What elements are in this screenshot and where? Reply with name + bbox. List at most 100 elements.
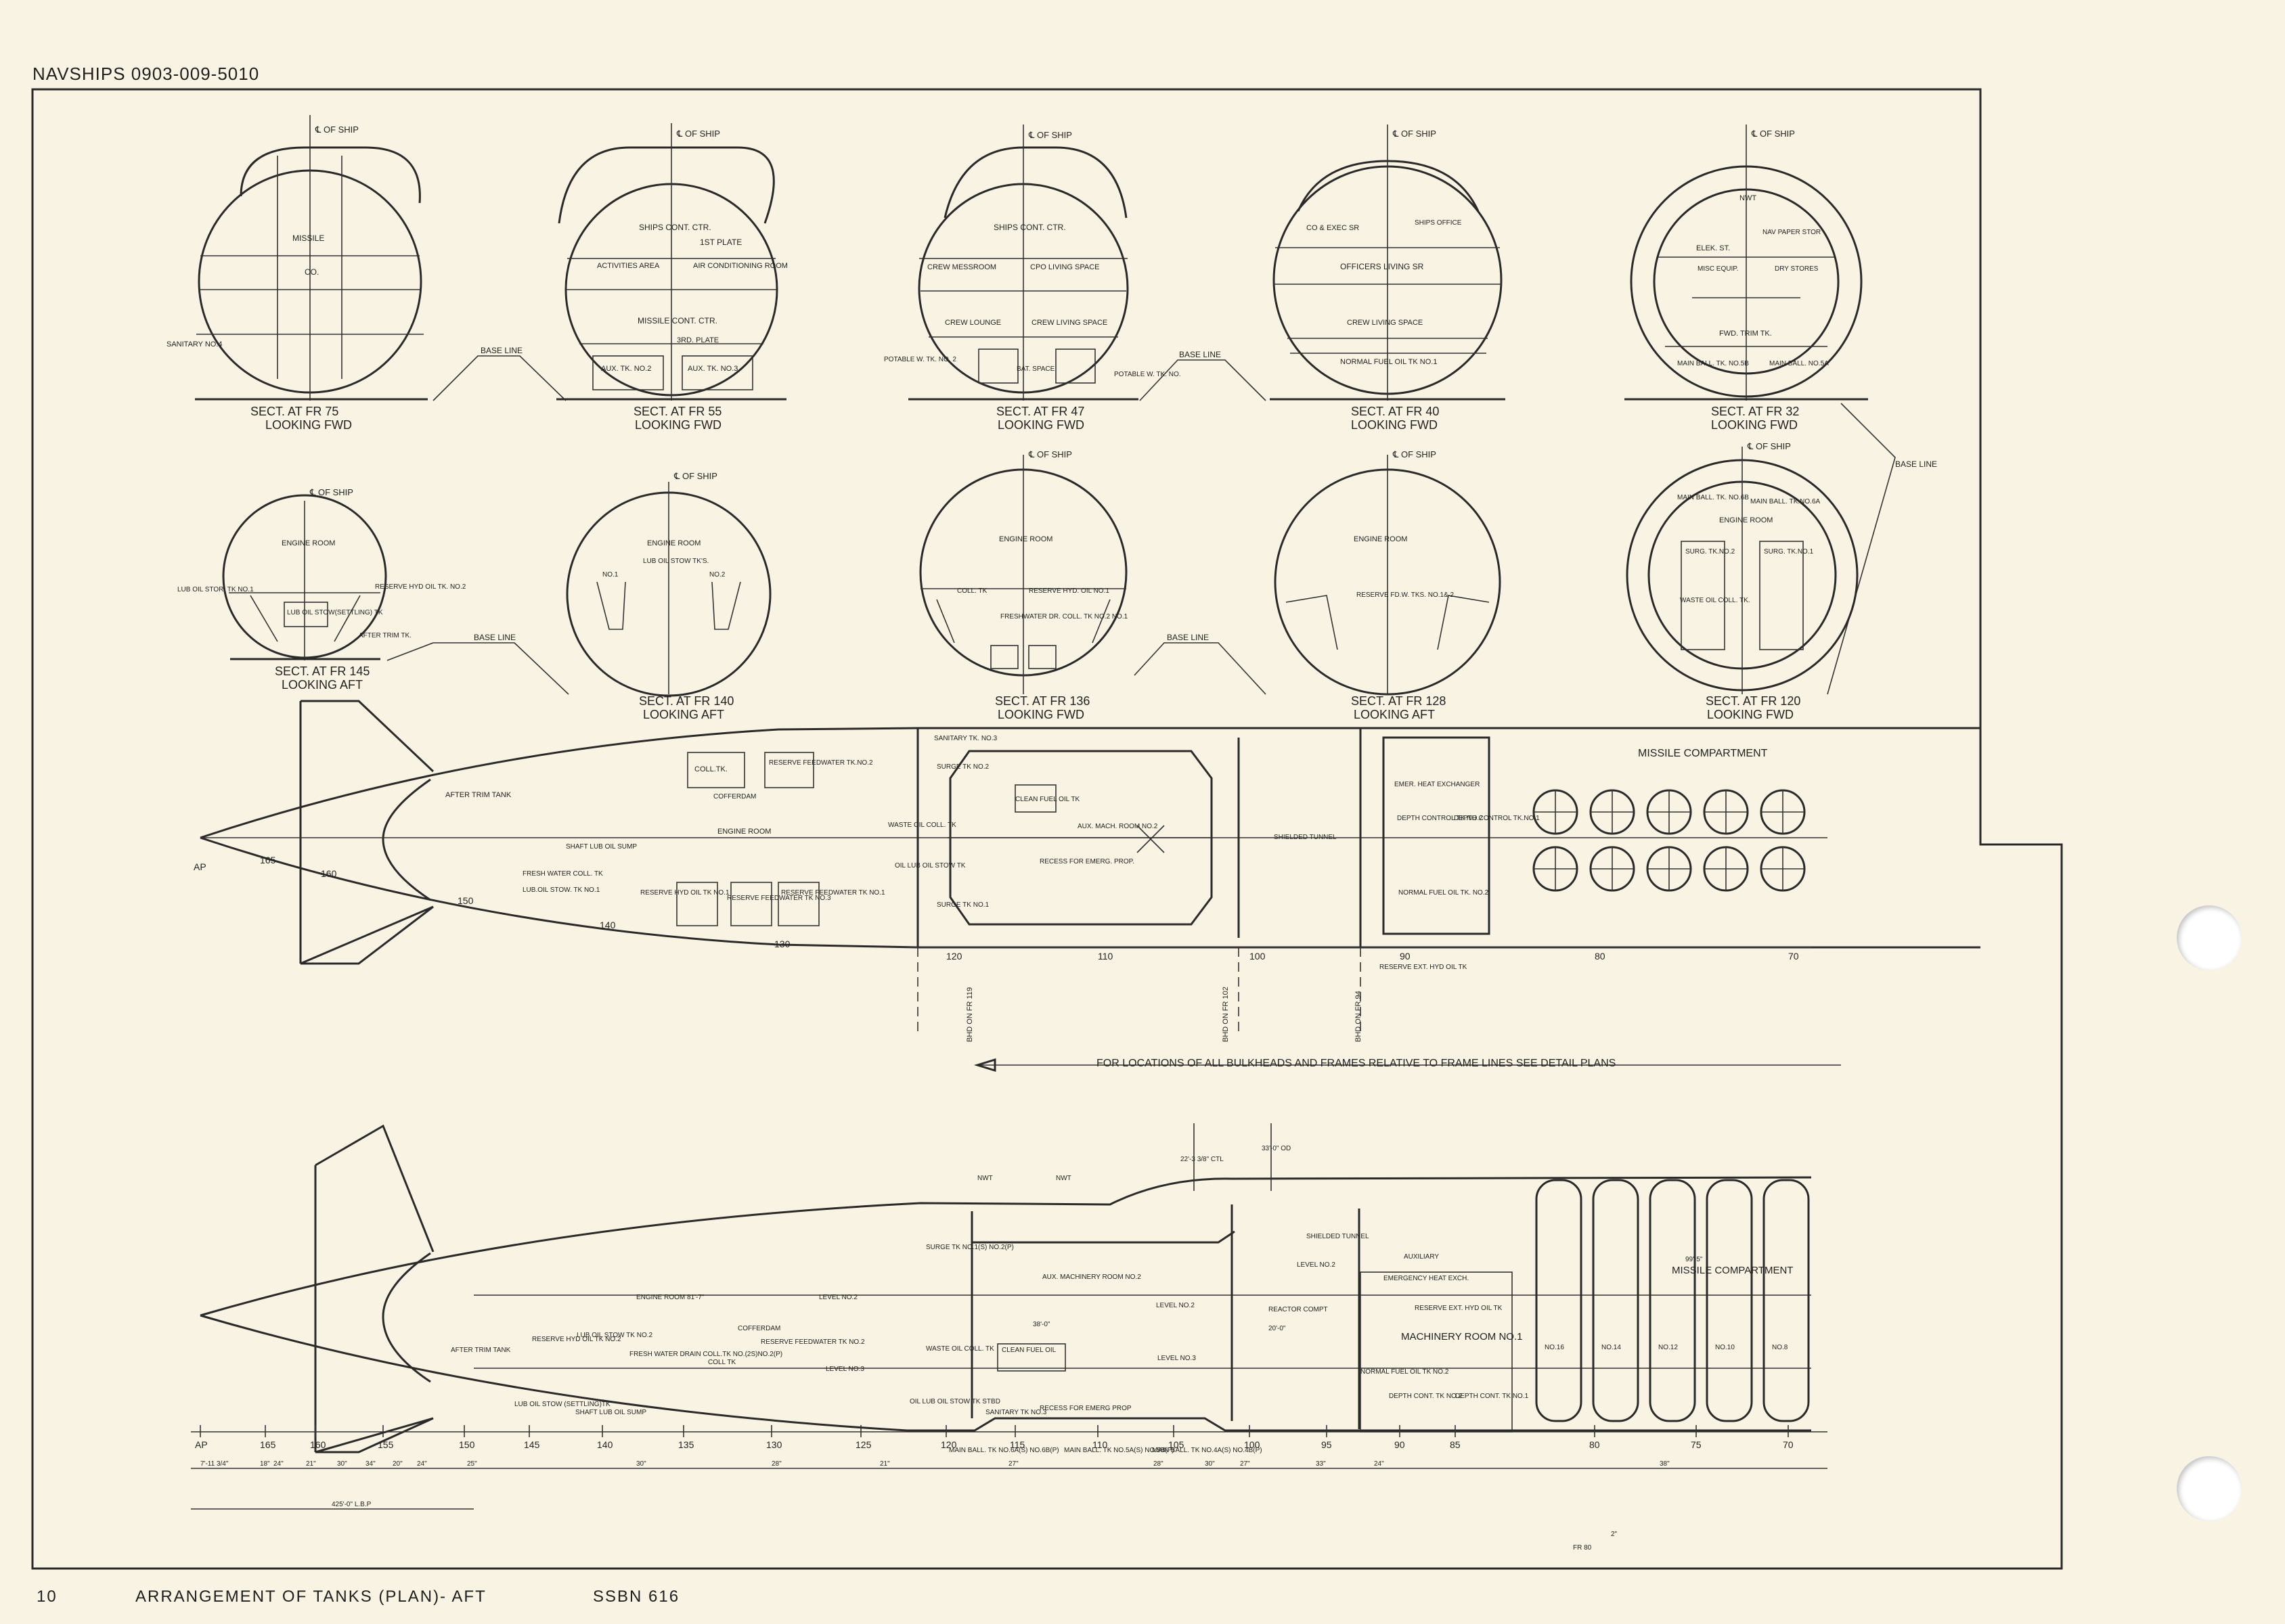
svg-text:SHIPS OFFICE: SHIPS OFFICE <box>1415 219 1462 227</box>
profile-label: RESERVE FEEDWATER TK NO.2 <box>761 1338 865 1346</box>
svg-text:LOOKING FWD: LOOKING FWD <box>1707 708 1794 721</box>
profile-label: AFTER TRIM TANK <box>451 1347 511 1354</box>
svg-text:NO.2: NO.2 <box>709 571 726 579</box>
section-fr128: ℄ OF SHIP ENGINE ROOM RESERVE FD.W. TKS.… <box>1274 449 1501 721</box>
profile-label: EMERGENCY HEAT EXCH. <box>1383 1275 1469 1282</box>
svg-text:100: 100 <box>1249 951 1266 962</box>
dimension-label: 24" <box>1374 1460 1384 1468</box>
svg-text:SECT. AT FR 32: SECT. AT FR 32 <box>1711 405 1799 418</box>
svg-text:150: 150 <box>458 895 474 906</box>
dimension-label: 20" <box>393 1460 403 1468</box>
cl-label: ℄ OF SHIP <box>315 125 359 135</box>
drawing-border <box>31 88 2063 1570</box>
svg-text:OIL LUB OIL STOW TK: OIL LUB OIL STOW TK <box>895 862 966 870</box>
ballast-label: MAIN BALL. TK NO.6A(S) NO.6B(P) <box>949 1447 1059 1454</box>
ship-designation: SSBN 616 <box>593 1587 680 1606</box>
svg-text:LUB.OIL STOW. TK NO.1: LUB.OIL STOW. TK NO.1 <box>523 886 600 894</box>
dimension-label: 30" <box>1205 1460 1215 1468</box>
svg-text:LOOKING FWD: LOOKING FWD <box>635 418 722 432</box>
svg-text:BASE LINE: BASE LINE <box>481 346 523 355</box>
svg-text:160: 160 <box>321 868 337 879</box>
svg-text:SECT. AT FR 140: SECT. AT FR 140 <box>639 694 734 708</box>
svg-text:RESERVE FEEDWATER TK NO.3: RESERVE FEEDWATER TK NO.3 <box>727 895 831 902</box>
svg-text:℄ OF SHIP: ℄ OF SHIP <box>1028 449 1072 459</box>
svg-text:140: 140 <box>600 920 616 930</box>
svg-text:RESERVE FEEDWATER TK NO.1: RESERVE FEEDWATER TK NO.1 <box>781 889 885 897</box>
base-line-leader: BASE LINE <box>1134 633 1266 695</box>
profile-label: MACHINERY ROOM NO.1 <box>1401 1331 1522 1343</box>
svg-text:80: 80 <box>1595 951 1605 962</box>
svg-text:POTABLE W. TK. NO. 2: POTABLE W. TK. NO. 2 <box>884 356 956 363</box>
svg-text:DEPTH CONTROL TK.NO.1: DEPTH CONTROL TK.NO.1 <box>1454 815 1540 822</box>
svg-text:ACTIVITIES AREA: ACTIVITIES AREA <box>597 262 660 270</box>
frame-number: 110 <box>1092 1439 1108 1450</box>
frame-number: 100 <box>1244 1439 1260 1450</box>
svg-text:AUX. TK. NO.2: AUX. TK. NO.2 <box>601 365 651 373</box>
svg-text:BASE LINE: BASE LINE <box>1179 350 1221 359</box>
svg-text:ENGINE ROOM: ENGINE ROOM <box>1719 516 1773 524</box>
svg-text:ENGINE ROOM: ENGINE ROOM <box>717 828 771 836</box>
section-fr47: ℄ OF SHIP SHIPS CONT. CTR. CREW MESSROOM… <box>884 125 1181 432</box>
svg-text:SECT. AT FR 145: SECT. AT FR 145 <box>275 664 370 678</box>
svg-text:BAT. SPACE: BAT. SPACE <box>1017 365 1055 373</box>
profile-label: COFFERDAM <box>738 1325 780 1332</box>
profile-label: 22'-3 3/8" CTL <box>1180 1156 1224 1163</box>
svg-text:℄ OF SHIP: ℄ OF SHIP <box>676 129 720 139</box>
missile-tube <box>1589 789 1635 835</box>
svg-text:FOR LOCATIONS OF ALL BULKH: FOR LOCATIONS OF ALL BULKHEADS AND FRAME… <box>1096 1058 1616 1069</box>
svg-text:LOOKING FWD: LOOKING FWD <box>998 418 1084 432</box>
general-note: FOR LOCATIONS OF ALL BULKHEADS AND FRAME… <box>973 1058 1841 1073</box>
missile-tube <box>1760 846 1806 892</box>
svg-text:COFFERDAM: COFFERDAM <box>713 793 756 800</box>
base-line-leader: BASE LINE <box>432 346 567 401</box>
profile-label: LEVEL NO.2 <box>1297 1261 1335 1269</box>
dimension-label: 7'-11 3/4" <box>200 1460 229 1468</box>
svg-text:CLEAN FUEL OIL TK: CLEAN FUEL OIL TK <box>1015 796 1080 803</box>
svg-text:90: 90 <box>1400 951 1411 962</box>
svg-text:RESERVE FEEDWATER TK.NO.2: RESERVE FEEDWATER TK.NO.2 <box>769 759 873 767</box>
profile-label: SANITARY TK NO.3 <box>985 1409 1047 1416</box>
profile-label: SHAFT LUB OIL SUMP <box>575 1409 646 1416</box>
profile-label: NWT <box>1056 1175 1071 1182</box>
page-number: 10 <box>37 1587 58 1606</box>
svg-text:SHIPS CONT. CTR.: SHIPS CONT. CTR. <box>639 223 711 232</box>
svg-text:℄ OF SHIP: ℄ OF SHIP <box>1392 449 1436 459</box>
frame-number: 150 <box>459 1439 475 1450</box>
svg-text:BHD ON FR 119: BHD ON FR 119 <box>966 987 974 1042</box>
svg-text:LOOKING FWD: LOOKING FWD <box>1711 418 1798 432</box>
profile-label: 99'-5" <box>1685 1256 1703 1263</box>
profile-label: RESERVE EXT. HYD OIL TK <box>1415 1305 1503 1312</box>
svg-text:MAIN BALL. TK. NO.6B: MAIN BALL. TK. NO.6B <box>1677 494 1749 501</box>
svg-text:AFTER TRIM TK.: AFTER TRIM TK. <box>359 632 412 639</box>
svg-text:LOOKING AFT: LOOKING AFT <box>643 708 724 721</box>
profile-label: 33'-0" OD <box>1262 1145 1291 1152</box>
dimension-label: 28" <box>1153 1460 1163 1468</box>
section-fr140: ℄ OF SHIP ENGINE ROOM LUB OIL STOW TK'S.… <box>566 471 772 721</box>
svg-text:℄ OF SHIP: ℄ OF SHIP <box>1028 130 1072 140</box>
svg-text:LUB OIL STOW TK'S.: LUB OIL STOW TK'S. <box>643 558 709 565</box>
profile-label: LUB OIL STOW (SETTLING)TK <box>514 1401 611 1408</box>
svg-text:SECT. AT FR 120: SECT. AT FR 120 <box>1706 694 1800 708</box>
missile-tube <box>1646 846 1692 892</box>
profile-label: OIL LUB OIL STOW TK STBD <box>910 1398 1000 1405</box>
dimension-label: 38" <box>1660 1460 1670 1468</box>
tube-number: NO.8 <box>1772 1344 1788 1351</box>
svg-text:1ST PLATE: 1ST PLATE <box>700 238 742 247</box>
missile-tube <box>1703 789 1749 835</box>
svg-text:SECT. AT FR 55: SECT. AT FR 55 <box>634 405 722 418</box>
profile-label: AUXILIARY <box>1404 1253 1439 1261</box>
frame-number: 95 <box>1321 1439 1332 1450</box>
svg-text:CREW MESSROOM: CREW MESSROOM <box>927 263 996 271</box>
svg-text:NO.1: NO.1 <box>602 571 619 579</box>
frame-number: 155 <box>378 1439 394 1450</box>
section-label: CO. <box>305 267 319 277</box>
ballast-label: MAIN BALL. TK NO.5A(S) NO.5B(P) <box>1064 1447 1174 1454</box>
dimension-label: 27" <box>1240 1460 1250 1468</box>
section-fr120: ℄ OF SHIP MAIN BALL. TK. NO.6B MAIN BALL… <box>1626 441 1859 721</box>
frame-number: 120 <box>941 1439 957 1450</box>
svg-text:MAIN BALL. TK.NO.6A: MAIN BALL. TK.NO.6A <box>1750 498 1821 505</box>
svg-text:ENGINE ROOM: ENGINE ROOM <box>1354 535 1407 543</box>
